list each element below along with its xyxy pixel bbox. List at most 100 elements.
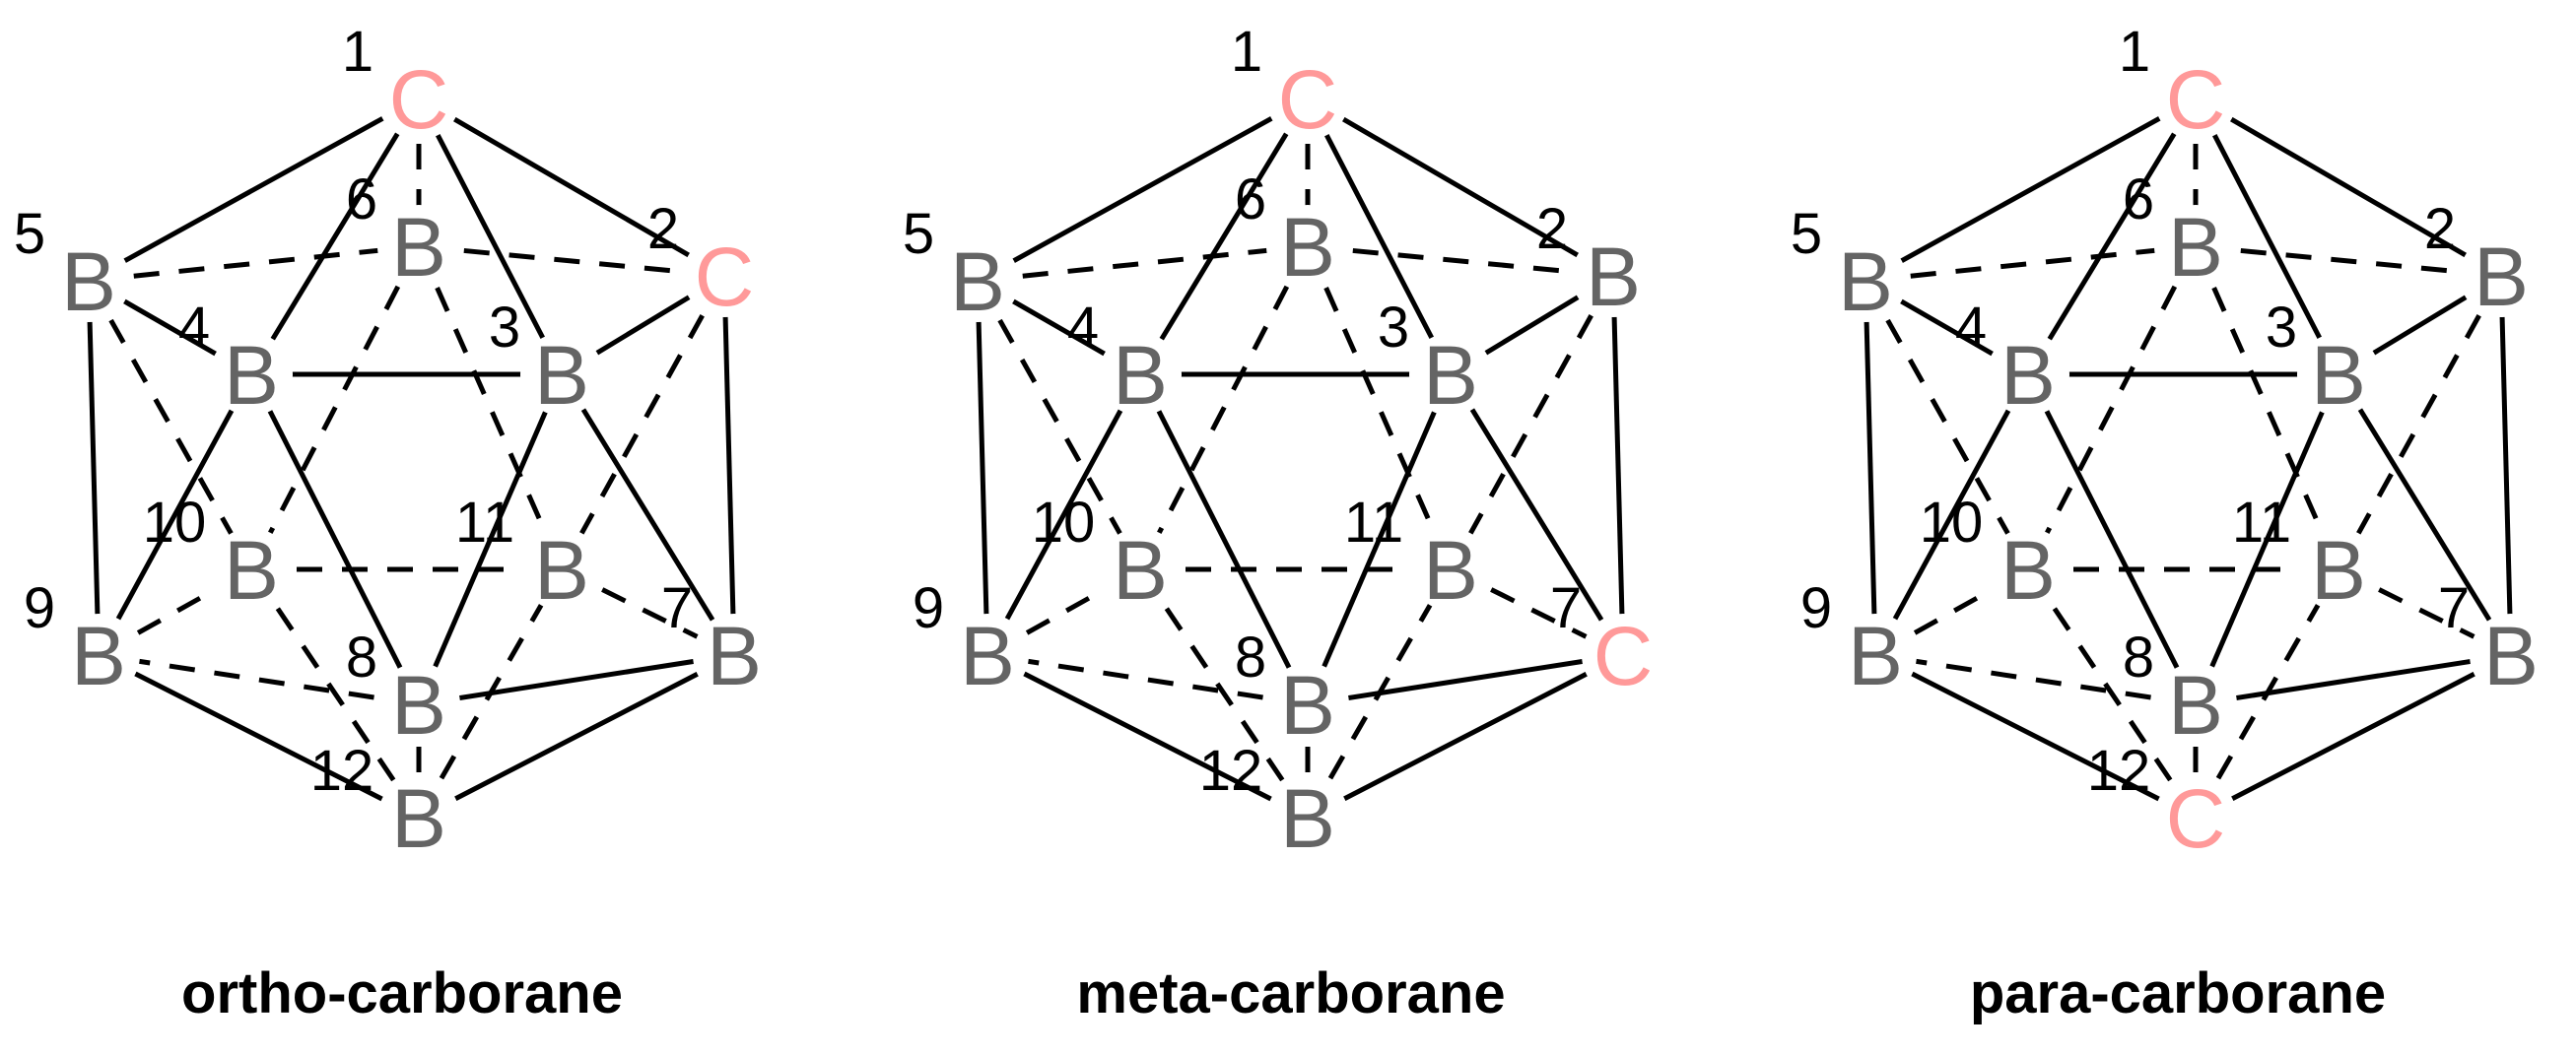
atom-number-label: 8	[1235, 626, 1266, 690]
atom-8: B8	[2123, 626, 2237, 752]
atom-number-label: 8	[346, 626, 377, 690]
bond-4-8	[2025, 372, 2199, 706]
atom-background	[210, 528, 293, 611]
bond-5-6	[1864, 243, 2197, 284]
atom-number-label: 5	[14, 202, 45, 266]
atom-number-label: 12	[2087, 739, 2151, 803]
atom-10: B10	[1920, 491, 2069, 617]
bond-1-3	[416, 97, 565, 376]
atom-number-label: 11	[1344, 491, 1403, 555]
atom-element-label: C	[2166, 53, 2226, 146]
atom-6: B6	[346, 167, 460, 294]
bond-6-10	[248, 244, 422, 571]
bond-2-11	[559, 274, 727, 571]
atom-8: B8	[346, 626, 460, 752]
bond-6-2	[1307, 243, 1614, 279]
atom-element-label: B	[224, 329, 279, 422]
atom-background	[57, 614, 140, 696]
atom-background	[377, 776, 460, 859]
bond-2-11	[1448, 274, 1616, 571]
atom-9: B9	[1800, 576, 1917, 702]
atom-number-label: 3	[2266, 296, 2297, 360]
atom-element-label: C	[695, 231, 755, 323]
atom-background	[210, 333, 293, 416]
atom-element-label: B	[1423, 329, 1478, 422]
atom-element-label: B	[1113, 329, 1168, 422]
atom-number-label: 2	[647, 197, 679, 261]
atom-element-label: B	[2168, 201, 2223, 294]
atom-number-label: 6	[346, 167, 377, 231]
atom-number-label: 8	[2123, 626, 2154, 690]
bond-4-8	[1137, 372, 1311, 706]
atom-number-label: 10	[143, 491, 207, 555]
atom-background	[1099, 333, 1182, 416]
atom-number-label: 6	[1235, 167, 1266, 231]
atom-4: B4	[178, 296, 293, 422]
bond-5-9	[1863, 280, 1878, 656]
bond-3-7	[2336, 372, 2514, 657]
atom-element-label: B	[960, 610, 1015, 702]
ortho-carborane-caption: ortho-carborane	[181, 961, 623, 1025]
bond-12-11	[2193, 567, 2341, 820]
atom-number-label: 4	[1067, 296, 1099, 360]
bond-6-11	[2193, 244, 2341, 571]
atom-number-label: 5	[1791, 202, 1822, 266]
bond-12-10	[1137, 567, 1311, 820]
bond-12-11	[1305, 567, 1454, 820]
atom-element-label: B	[224, 524, 279, 617]
atom-5: B5	[14, 202, 130, 328]
atom-3: B3	[1378, 296, 1492, 422]
bond-2-7	[1610, 275, 1626, 656]
atom-7: C7	[1550, 576, 1664, 702]
atom-background	[2297, 528, 2380, 611]
atom-11: B11	[455, 491, 603, 617]
atom-12: B12	[310, 739, 460, 865]
atom-element-label: B	[2311, 329, 2366, 422]
atom-background	[1987, 528, 2069, 611]
bond-12-9	[97, 652, 421, 821]
atom-number-label: 6	[2123, 167, 2154, 231]
atom-element-label: B	[2000, 524, 2056, 617]
bond-6-10	[1137, 244, 1311, 571]
atom-background	[377, 57, 460, 140]
atom-background	[1582, 614, 1664, 696]
atom-8: B8	[1235, 626, 1349, 752]
bond-5-6	[977, 243, 1309, 284]
atom-number-label: 7	[661, 576, 693, 640]
atom-background	[683, 234, 766, 317]
bond-3-8	[2193, 373, 2341, 705]
atom-element-label: B	[1586, 231, 1641, 323]
atom-element-label: C	[1593, 610, 1654, 702]
atom-7: B7	[2438, 576, 2552, 702]
atom-number-label: 3	[489, 296, 520, 360]
bond-5-10	[975, 279, 1143, 571]
atom-number-label: 3	[1378, 296, 1409, 360]
atom-background	[1409, 333, 1492, 416]
bond-12-11	[416, 567, 565, 820]
atom-element-label: C	[389, 53, 449, 146]
bond-1-4	[2025, 97, 2199, 376]
atom-background	[1099, 528, 1182, 611]
atom-number-label: 1	[2119, 20, 2150, 84]
bond-6-11	[1305, 244, 1454, 571]
bond-5-10	[86, 279, 254, 571]
atom-5: B5	[903, 202, 1019, 328]
atom-background	[520, 333, 603, 416]
atom-background	[1834, 614, 1917, 696]
atom-element-label: B	[534, 329, 589, 422]
bond-4-9	[1872, 372, 2031, 657]
atom-element-label: B	[1423, 524, 1478, 617]
bond-12-10	[2025, 567, 2199, 820]
atom-6: B6	[2123, 167, 2237, 294]
bond-5-10	[1863, 279, 2031, 571]
bond-6-11	[416, 244, 565, 571]
bond-1-2	[417, 96, 726, 279]
bond-3-7	[1448, 372, 1626, 657]
atom-number-label: 7	[2438, 576, 2470, 640]
atom-10: B 10	[143, 491, 293, 617]
atom-background	[520, 528, 603, 611]
bond-7-8	[418, 652, 735, 707]
bond-12-7	[1306, 652, 1625, 821]
bond-5-9	[975, 280, 990, 656]
atom-background	[1409, 528, 1492, 611]
